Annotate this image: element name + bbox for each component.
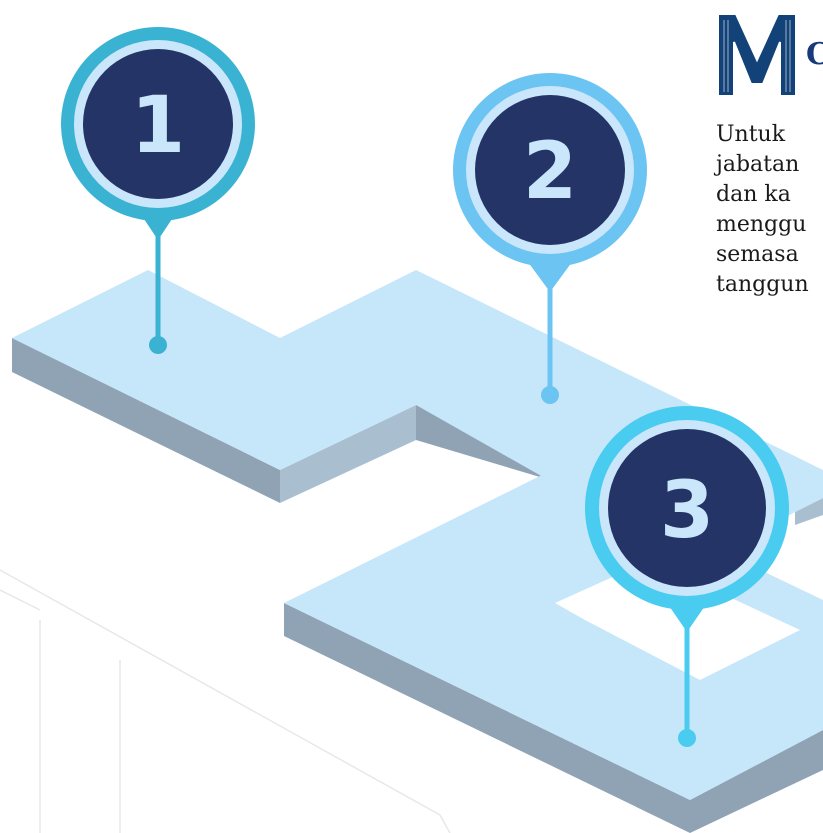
pin-1-face (83, 49, 233, 199)
body-line: dan ka (716, 182, 791, 207)
pin-3-face (608, 429, 766, 587)
pin-1-number: 1 (131, 81, 185, 171)
path-hole (555, 560, 800, 680)
pin-3-base (678, 729, 696, 747)
background-lines (0, 569, 451, 833)
path-side-left-2 (284, 603, 690, 833)
body-paragraph: Untuk jabatan dan ka menggu semasa tangg… (716, 120, 809, 300)
pin-2-face (475, 95, 625, 245)
body-line: jabatan (716, 152, 800, 177)
pin-3: 3 (585, 406, 789, 747)
pin-3-number: 3 (660, 466, 714, 556)
path-side-right-2 (690, 730, 823, 833)
dropcap-letter (717, 13, 797, 97)
heading-fragment: C (806, 37, 823, 72)
body-line: tanggun (716, 272, 809, 297)
pin-1: 1 (61, 27, 255, 354)
pin-2-base (541, 386, 559, 404)
path-side-left-1 (12, 338, 280, 503)
pin-2-tip (528, 262, 572, 292)
pin-1-base (149, 336, 167, 354)
body-line: semasa (716, 242, 799, 267)
path-side-right-1 (795, 498, 823, 525)
pin-2-number: 2 (523, 127, 577, 217)
body-line: Untuk (716, 122, 786, 147)
pin-2: 2 (453, 73, 647, 404)
body-line: menggu (716, 212, 807, 237)
path-side-inner-1 (280, 405, 416, 503)
